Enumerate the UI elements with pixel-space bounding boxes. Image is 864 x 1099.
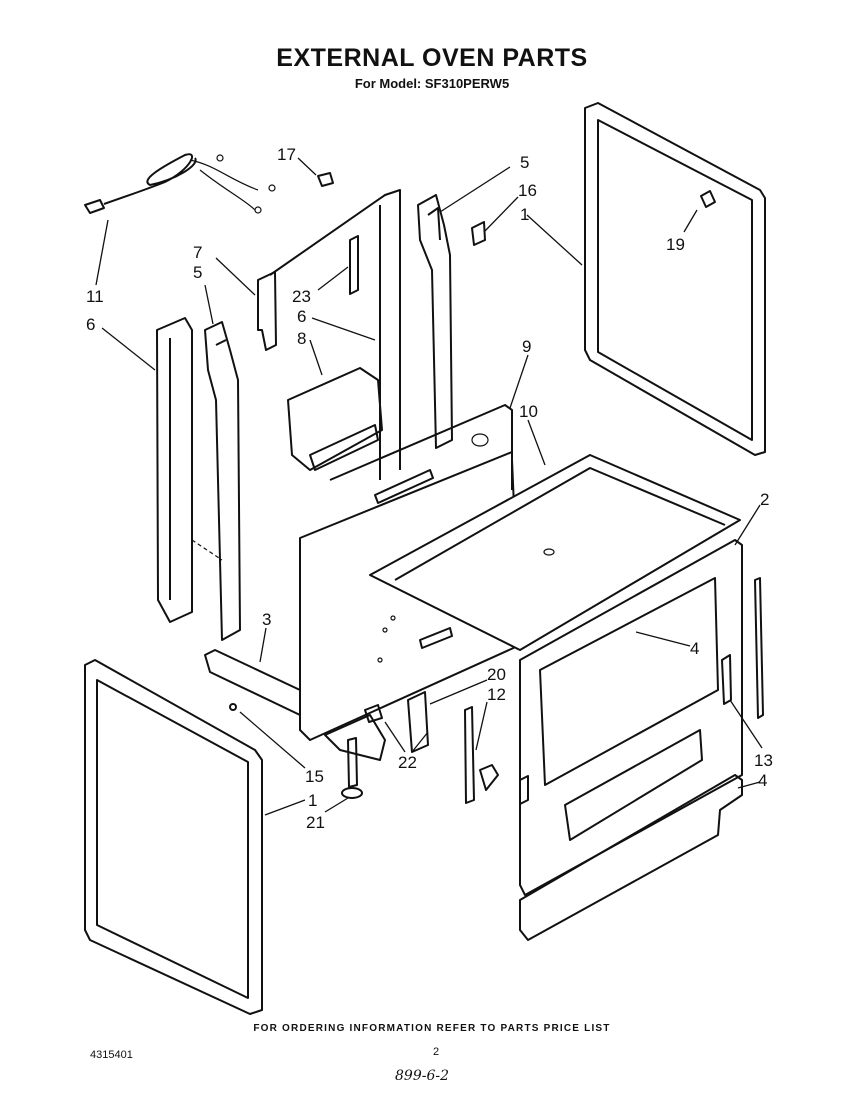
- callout-15: 15: [305, 767, 324, 786]
- back-panel-part: [269, 189, 401, 480]
- callout-6-rear: 6: [297, 307, 306, 326]
- front-panel-left-part: [84, 659, 263, 1015]
- page-title: EXTERNAL OVEN PARTS: [276, 44, 588, 72]
- bottom-rail-4-part: [519, 774, 743, 941]
- callout-6-left: 6: [86, 315, 95, 334]
- callout-8: 8: [297, 329, 306, 348]
- callout-11: 11: [86, 287, 104, 306]
- callout-21: 21: [306, 813, 325, 832]
- left-side-rails-part: [156, 317, 241, 641]
- model-line: For Model: SF310PERW5: [354, 76, 510, 91]
- callout-7: 7: [193, 243, 202, 262]
- callout-3: 3: [262, 610, 271, 629]
- front-frame-2-part: [519, 539, 743, 896]
- callout-5-rear: 5: [520, 153, 529, 172]
- front-panel-right-part: [584, 102, 766, 456]
- callout-4-lower: 4: [758, 771, 767, 790]
- handwritten-note: 899-6-2: [395, 1068, 449, 1084]
- callout-22: 22: [398, 753, 417, 772]
- bracket-7-part: [257, 271, 277, 351]
- clip-17-part: [317, 172, 334, 187]
- callout-labels: 17 5 16 1 19 7 5 11 6 23 6 8 9 10 2 4 3 …: [86, 145, 773, 832]
- callout-2: 2: [760, 490, 769, 509]
- leader-lines: [95, 157, 763, 816]
- bracket-20-22-part: [324, 691, 429, 761]
- leveling-foot-21-part: [341, 737, 363, 799]
- top-plate-10-part: [369, 454, 741, 651]
- vent-duct-part: [287, 367, 383, 471]
- page-number: 2: [433, 1046, 440, 1058]
- callout-4-upper: 4: [690, 639, 699, 658]
- callout-12: 12: [487, 685, 506, 704]
- rear-right-rail-part: [417, 194, 486, 449]
- callout-9: 9: [522, 337, 531, 356]
- callout-10: 10: [519, 402, 538, 421]
- trim-strip-13-part: [754, 577, 764, 719]
- callout-19: 19: [666, 235, 685, 254]
- hinge-12-part: [464, 706, 499, 804]
- screw-15-part: [229, 703, 237, 711]
- ordering-note: FOR ORDERING INFORMATION REFER TO PARTS …: [253, 1023, 611, 1034]
- callout-13: 13: [754, 751, 773, 770]
- callout-1-bottom: 1: [308, 791, 317, 810]
- power-cord-part: [84, 153, 276, 214]
- callout-17: 17: [277, 145, 296, 164]
- document-number: 4315401: [90, 1049, 133, 1061]
- kick-strip-3-part: [204, 649, 301, 716]
- callout-23: 23: [292, 287, 311, 306]
- callout-16: 16: [518, 181, 537, 200]
- callout-20: 20: [487, 665, 506, 684]
- back-wall-9-part: [329, 404, 513, 504]
- callout-1-top: 1: [520, 205, 529, 224]
- callout-5-left: 5: [193, 263, 202, 282]
